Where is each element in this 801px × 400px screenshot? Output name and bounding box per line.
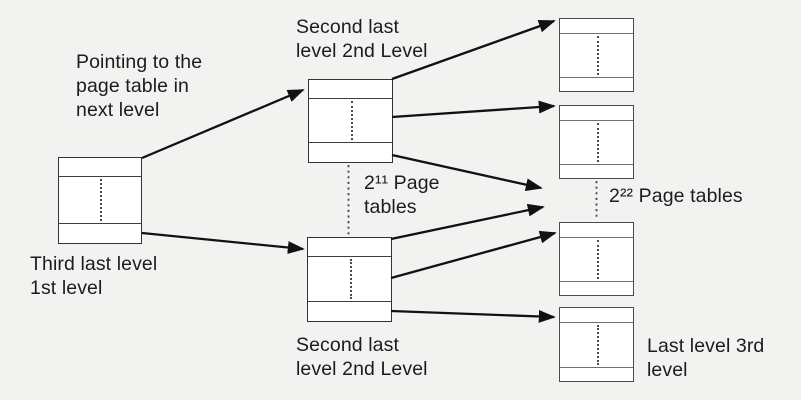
page-table-box-level2-bottom — [307, 237, 392, 322]
table-top-row — [560, 223, 633, 238]
page-table-box-level1 — [58, 157, 142, 244]
table-top-row — [560, 308, 633, 323]
page-table-box-level3-2 — [559, 105, 634, 179]
table-top-row — [59, 158, 141, 177]
second-last-level-top-label: Second last level 2nd Level — [296, 16, 428, 62]
page-table-box-level2-top — [308, 79, 393, 163]
third-last-level-label: Third last level 1st level — [30, 253, 158, 299]
table-top-row — [560, 106, 633, 121]
arrow-l2bottom-to-r4 — [390, 309, 556, 323]
page-table-box-level3-4 — [559, 307, 634, 382]
table-entries-row — [309, 99, 392, 142]
table-bottom-row — [59, 223, 141, 243]
arrow-l2top-to-r2 — [391, 100, 556, 119]
arrow-l1-to-l2bottom — [141, 231, 305, 254]
table-entries-row — [308, 257, 391, 301]
table-bottom-row — [560, 77, 633, 91]
table-entries-row — [560, 121, 633, 164]
dotted-divider — [596, 325, 599, 365]
page-table-box-level3-3 — [559, 222, 634, 296]
table-bottom-row — [309, 142, 392, 162]
table-top-row — [308, 238, 391, 257]
table-bottom-row — [560, 164, 633, 178]
dotted-divider — [350, 101, 353, 140]
table-bottom-row — [560, 367, 633, 381]
page-tables-count-2-22-label: 2²² Page tables — [609, 185, 743, 207]
table-entries-row — [59, 177, 141, 223]
dotted-divider — [596, 123, 599, 162]
last-level-label: Last level 3rd level — [647, 335, 765, 381]
page-tables-count-2-11-label: 2¹¹ Page tables — [364, 172, 440, 218]
table-top-row — [560, 19, 633, 34]
arrow-l2bottom-to-r3 — [390, 230, 557, 280]
pointing-note-label: Pointing to the page table in next level — [76, 51, 203, 121]
table-top-row — [309, 80, 392, 99]
second-last-level-bottom-label: Second last level 2nd Level — [296, 334, 428, 380]
dotted-divider — [349, 259, 352, 299]
dotted-divider — [596, 36, 599, 75]
table-entries-row — [560, 34, 633, 77]
table-entries-row — [560, 238, 633, 281]
table-bottom-row — [308, 301, 391, 321]
dotted-divider — [596, 240, 599, 279]
table-entries-row — [560, 323, 633, 367]
table-bottom-row — [560, 281, 633, 295]
page-table-box-level3-1 — [559, 18, 634, 92]
dotted-divider — [100, 179, 102, 221]
